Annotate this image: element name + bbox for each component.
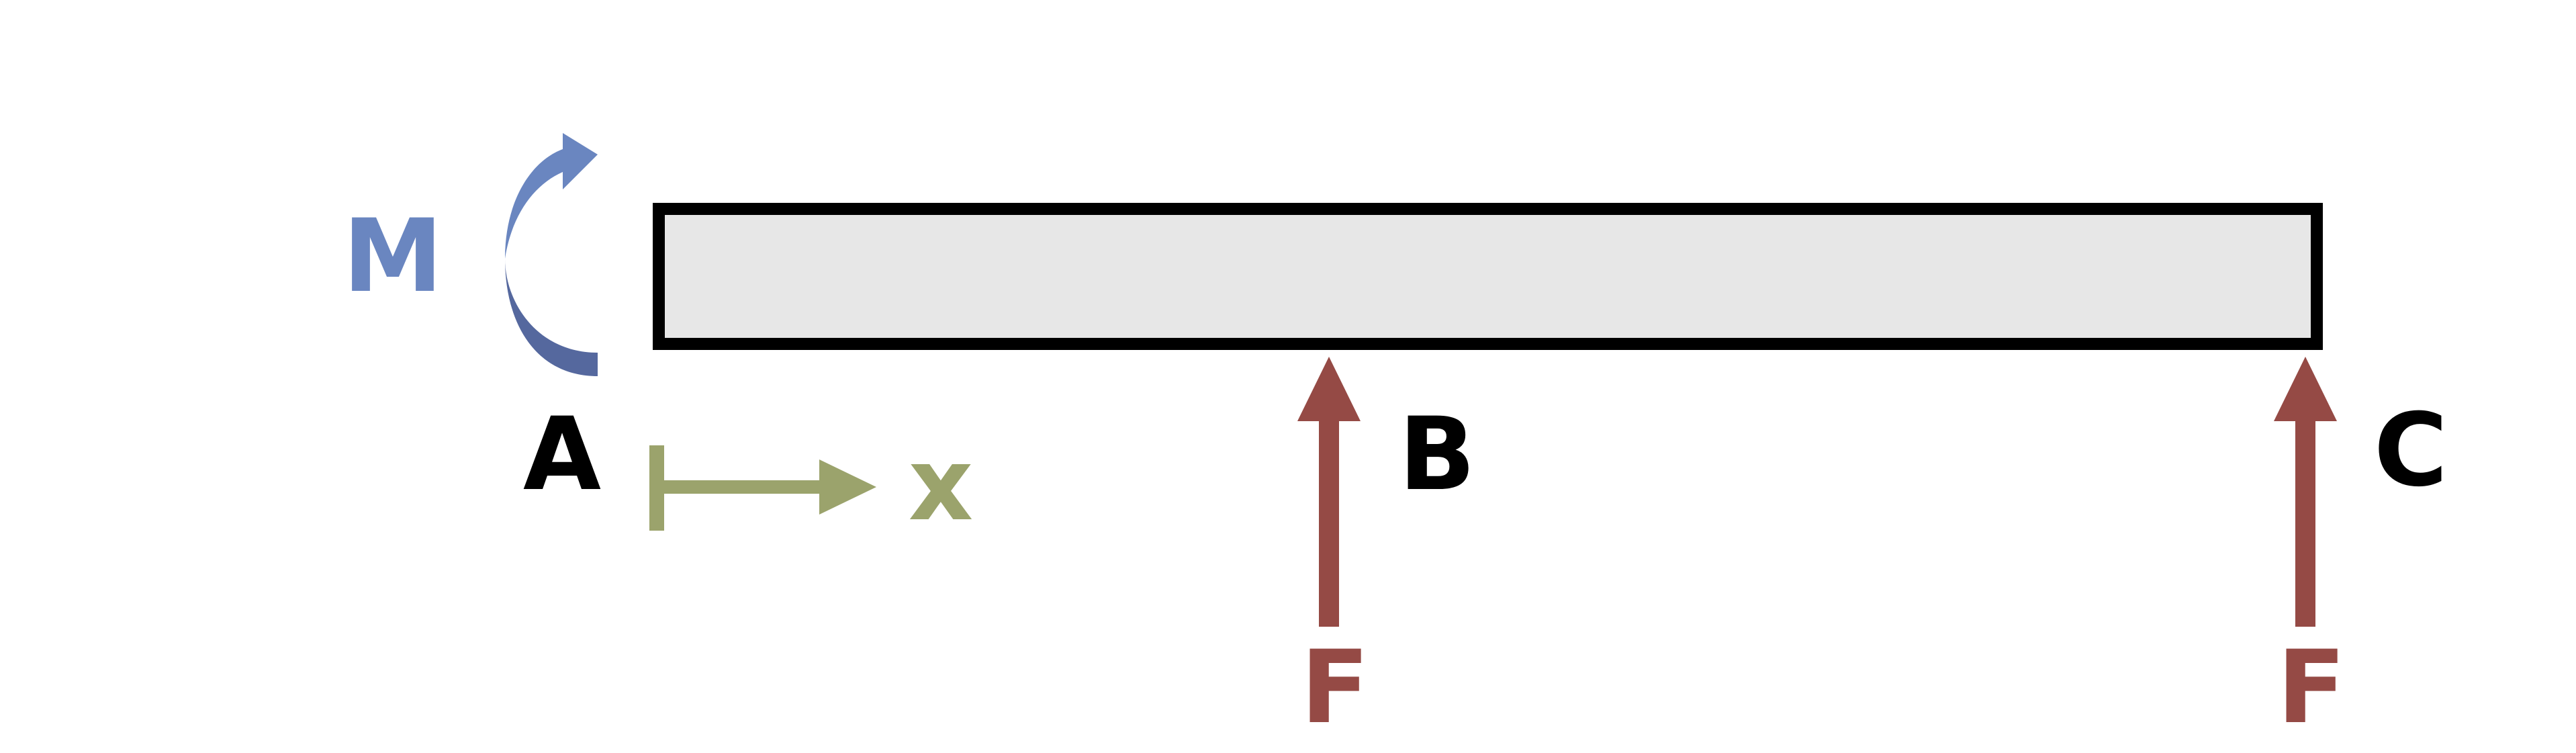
x-axis-tick (649, 445, 664, 531)
moment-arrow (505, 133, 598, 376)
force-arrow-b-shaft (1319, 416, 1339, 627)
point-c-label: C (2374, 392, 2448, 509)
force-c-label: F (2277, 629, 2346, 746)
force-b-label: F (1301, 629, 1369, 746)
moment-label: M (342, 198, 443, 315)
point-b-label: B (1399, 396, 1475, 513)
x-axis-shaft (664, 480, 822, 494)
x-axis-label: x (909, 427, 974, 543)
beam (653, 203, 2323, 350)
x-axis-arrow (649, 445, 876, 531)
force-arrow-c-head (2274, 357, 2337, 421)
x-axis-arrowhead (819, 459, 876, 515)
moment-arrow-upper (505, 149, 563, 259)
force-arrow-c-shaft (2295, 416, 2315, 627)
force-arrow-b-head (1297, 357, 1361, 421)
moment-arrowhead (563, 133, 598, 189)
moment-arrow-lower (505, 259, 598, 376)
force-arrow-c (2274, 357, 2337, 627)
force-arrow-b (1297, 357, 1361, 627)
point-a-label: A (523, 396, 601, 513)
